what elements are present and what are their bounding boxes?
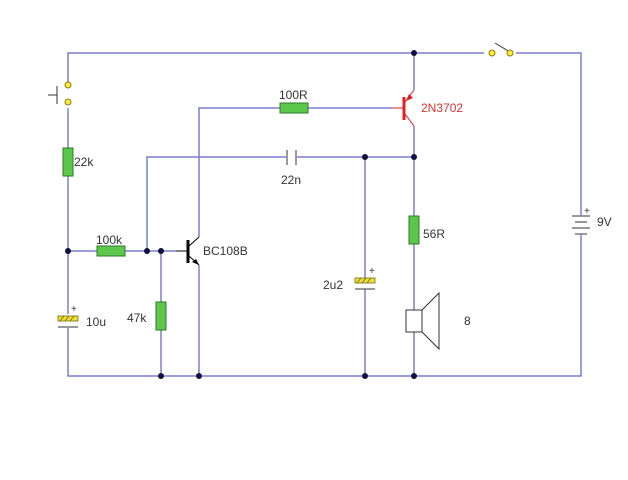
polarity-plus: +: [369, 266, 375, 277]
capacitor-hatch: [69, 315, 75, 322]
resistor-56R-label: 56R: [423, 227, 445, 241]
resistor-body: [96, 245, 126, 257]
resistor-47k-label: 47k: [127, 311, 147, 325]
switch-pin: [506, 49, 514, 57]
capacitor-hatch: [356, 277, 362, 284]
junction-dot: [411, 50, 417, 56]
transistor-2n3702: 2N3702: [392, 89, 463, 127]
capacitor-10u-label: 10u: [86, 315, 106, 329]
capacitor-positive-plate: [354, 277, 376, 284]
capacitor-hatch: [64, 315, 70, 322]
capacitor-hatch: [59, 315, 65, 322]
emitter-arrow-icon: [406, 94, 413, 101]
junction-dot: [362, 154, 368, 160]
junction-dot: [411, 373, 417, 379]
emitter-arrow-icon: [192, 259, 199, 265]
resistor-body: [408, 215, 420, 245]
capacitor-hatch: [366, 277, 372, 284]
resistor-body: [155, 301, 167, 331]
power-toggle-switch[interactable]: [488, 42, 514, 57]
junction-dot: [144, 248, 150, 254]
resistor-47k: 47k: [127, 301, 167, 331]
junction-dot: [158, 248, 164, 254]
capacitor-hatch: [361, 277, 367, 284]
resistor-22k-label: 22k: [74, 155, 94, 169]
battery-9v: + 9V: [572, 206, 612, 237]
speaker-magnet: [405, 309, 423, 333]
resistor-100k: 100k: [96, 233, 126, 257]
switch-pin: [64, 98, 72, 106]
battery-label: 9V: [597, 215, 612, 229]
polarity-plus: +: [584, 206, 590, 217]
transistor-bc108b-label: BC108B: [203, 244, 248, 258]
resistor-22k: 22k: [62, 147, 94, 177]
resistor-body: [62, 147, 74, 177]
capacitor-10u: + 10u: [57, 304, 106, 329]
wires: [67, 52, 582, 377]
switch-pin: [488, 49, 496, 57]
capacitor-positive-plate: [57, 315, 79, 322]
switch-lever: [494, 42, 511, 53]
wire-top-rail-right: [516, 52, 582, 208]
capacitor-22n: 22n: [281, 150, 301, 187]
resistor-100R-label: 100R: [279, 88, 308, 102]
transistor-bc108b: BC108B: [176, 236, 248, 266]
switch-pin: [64, 81, 72, 89]
junction-dot: [362, 373, 368, 379]
loudspeaker: 8: [405, 291, 471, 351]
capacitor-2u2: + 2u2: [323, 266, 376, 292]
wire-collector-to-100R: [198, 107, 280, 237]
polarity-plus: +: [71, 304, 77, 315]
capacitor-22n-label: 22n: [281, 173, 301, 187]
transistor-collector-lead: [404, 113, 415, 127]
resistor-body: [279, 102, 309, 114]
resistor-100k-label: 100k: [96, 233, 123, 247]
speaker-label: 8: [464, 314, 471, 328]
speaker-cone: [421, 291, 440, 351]
capacitor-2u2-label: 2u2: [323, 278, 343, 292]
junction-dot: [196, 373, 202, 379]
resistor-100R: 100R: [279, 88, 309, 114]
resistor-56R: 56R: [408, 215, 445, 245]
wire-feedback-left: [146, 156, 286, 251]
junction-dot: [158, 373, 164, 379]
wire-top-rail-left: [67, 52, 414, 83]
push-button-switch[interactable]: [48, 81, 72, 106]
transistor-2n3702-label: 2N3702: [421, 101, 463, 115]
transistor-collector-lead: [188, 236, 200, 247]
wire-battery-to-ground: [67, 237, 582, 377]
junction-dot: [411, 154, 417, 160]
junction-dot: [65, 248, 71, 254]
junctions: [65, 50, 417, 379]
